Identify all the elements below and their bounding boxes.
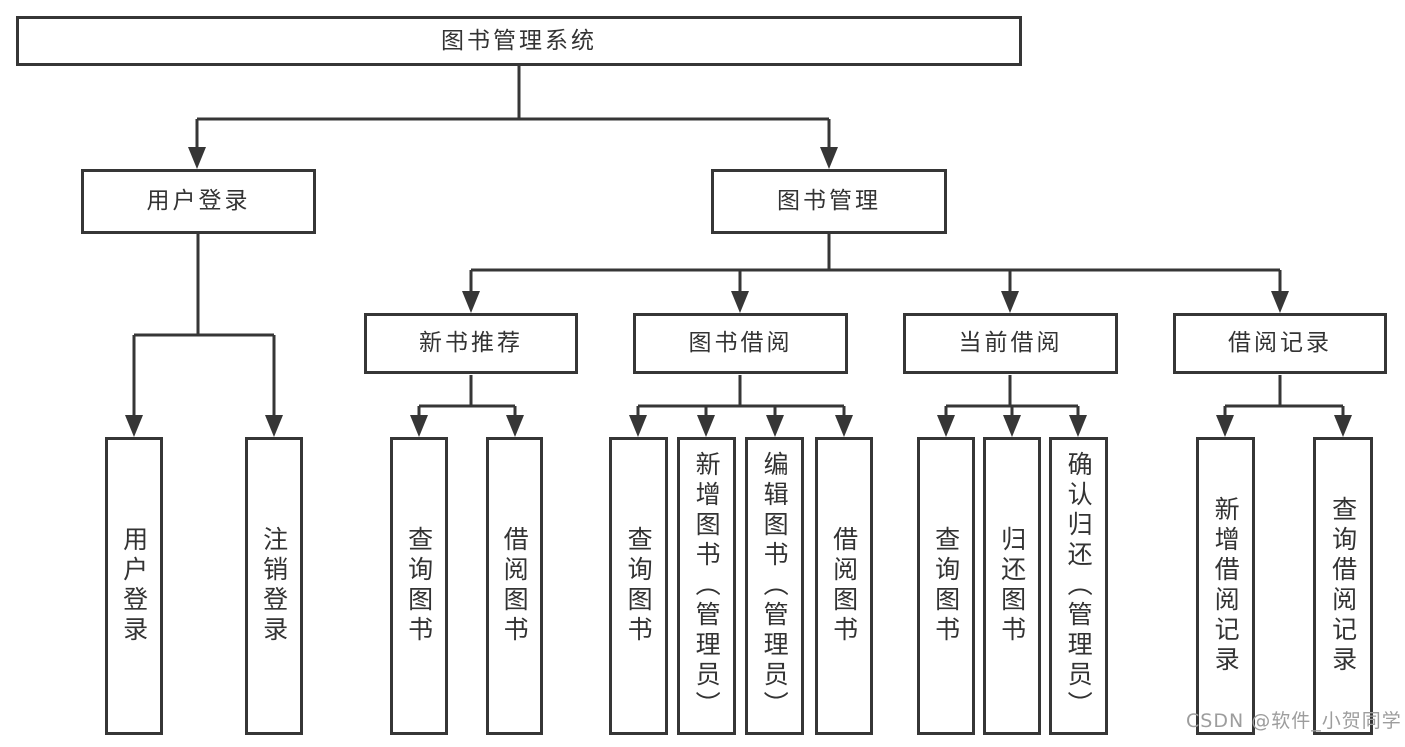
node-logout-action: 注销登录 [245,437,303,735]
node-return-books: 归还图书 [983,437,1041,735]
node-book-management: 图书管理 [711,169,947,234]
node-user-login-action: 用户登录 [105,437,163,735]
node-confirm-return-admin: 确认归还（管理员） [1049,437,1108,735]
node-borrow-books-1: 借阅图书 [486,437,543,735]
node-add-borrow-record: 新增借阅记录 [1196,437,1255,735]
node-borrowing-records: 借阅记录 [1173,313,1387,374]
node-query-borrow-record: 查询借阅记录 [1313,437,1373,735]
node-new-book-recommend: 新书推荐 [364,313,578,374]
csdn-watermark: CSDN @软件_小贺同学 [1186,710,1402,732]
arrowheads [125,147,1352,437]
node-query-books-3: 查询图书 [917,437,975,735]
node-book-borrowing: 图书借阅 [633,313,848,374]
node-edit-book-admin: 编辑图书（管理员） [745,437,804,735]
node-current-borrowing: 当前借阅 [903,313,1118,374]
node-borrow-books-2: 借阅图书 [815,437,873,735]
node-user-login: 用户登录 [81,169,316,234]
node-add-book-admin: 新增图书（管理员） [677,437,736,735]
node-query-books-2: 查询图书 [609,437,668,735]
node-library-management-system: 图书管理系统 [16,16,1022,66]
node-query-books-1: 查询图书 [390,437,448,735]
